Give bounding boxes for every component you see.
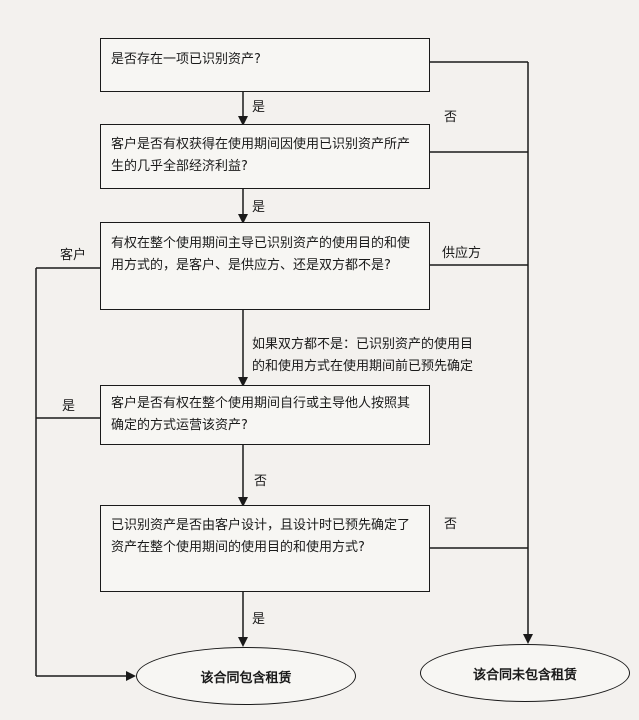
label-no-3: 否: [444, 517, 458, 532]
question-identified-asset-text: 是否存在一项已识别资产?: [111, 52, 261, 67]
question-economic-benefits-text: 客户是否有权获得在使用期间因使用已识别资产所产生的几乎全部经济利益?: [111, 137, 411, 174]
end-no-lease-text: 该合同未包含租赁: [472, 667, 577, 683]
end-contains-lease-text: 该合同包含租赁: [200, 670, 292, 686]
label-yes-3: 是: [62, 399, 76, 414]
end-contains-lease: 该合同包含租赁: [136, 647, 356, 705]
question-economic-benefits: 客户是否有权获得在使用期间因使用已识别资产所产生的几乎全部经济利益?: [100, 124, 430, 189]
question-identified-asset: 是否存在一项已识别资产?: [100, 38, 430, 92]
question-direct-use: 有权在整个使用期间主导已识别资产的使用目的和使用方式的，是客户、是供应方、还是双…: [100, 222, 430, 310]
label-customer: 客户: [60, 248, 87, 263]
label-no-2: 否: [254, 474, 268, 489]
question-operate-asset-text: 客户是否有权在整个使用期间自行或主导他人按照其确定的方式运营该资产?: [111, 396, 411, 433]
question-operate-asset: 客户是否有权在整个使用期间自行或主导他人按照其确定的方式运营该资产?: [100, 385, 430, 445]
label-yes-4: 是: [252, 612, 266, 627]
end-no-lease: 该合同未包含租赁: [420, 644, 630, 702]
label-supplier: 供应方: [442, 246, 482, 261]
label-no-1: 否: [444, 110, 458, 125]
label-yes-1: 是: [252, 100, 266, 115]
label-neither-line2: 的和使用方式在使用期间前已预先确定: [252, 359, 474, 374]
label-neither-line1: 如果双方都不是：已识别资产的使用目: [252, 337, 474, 352]
label-yes-2: 是: [252, 200, 266, 215]
question-customer-design: 已识别资产是否由客户设计，且设计时已预先确定了资产在整个使用期间的使用目的和使用…: [100, 505, 430, 592]
question-customer-design-text: 已识别资产是否由客户设计，且设计时已预先确定了资产在整个使用期间的使用目的和使用…: [111, 518, 411, 555]
question-direct-use-text: 有权在整个使用期间主导已识别资产的使用目的和使用方式的，是客户、是供应方、还是双…: [111, 236, 411, 273]
